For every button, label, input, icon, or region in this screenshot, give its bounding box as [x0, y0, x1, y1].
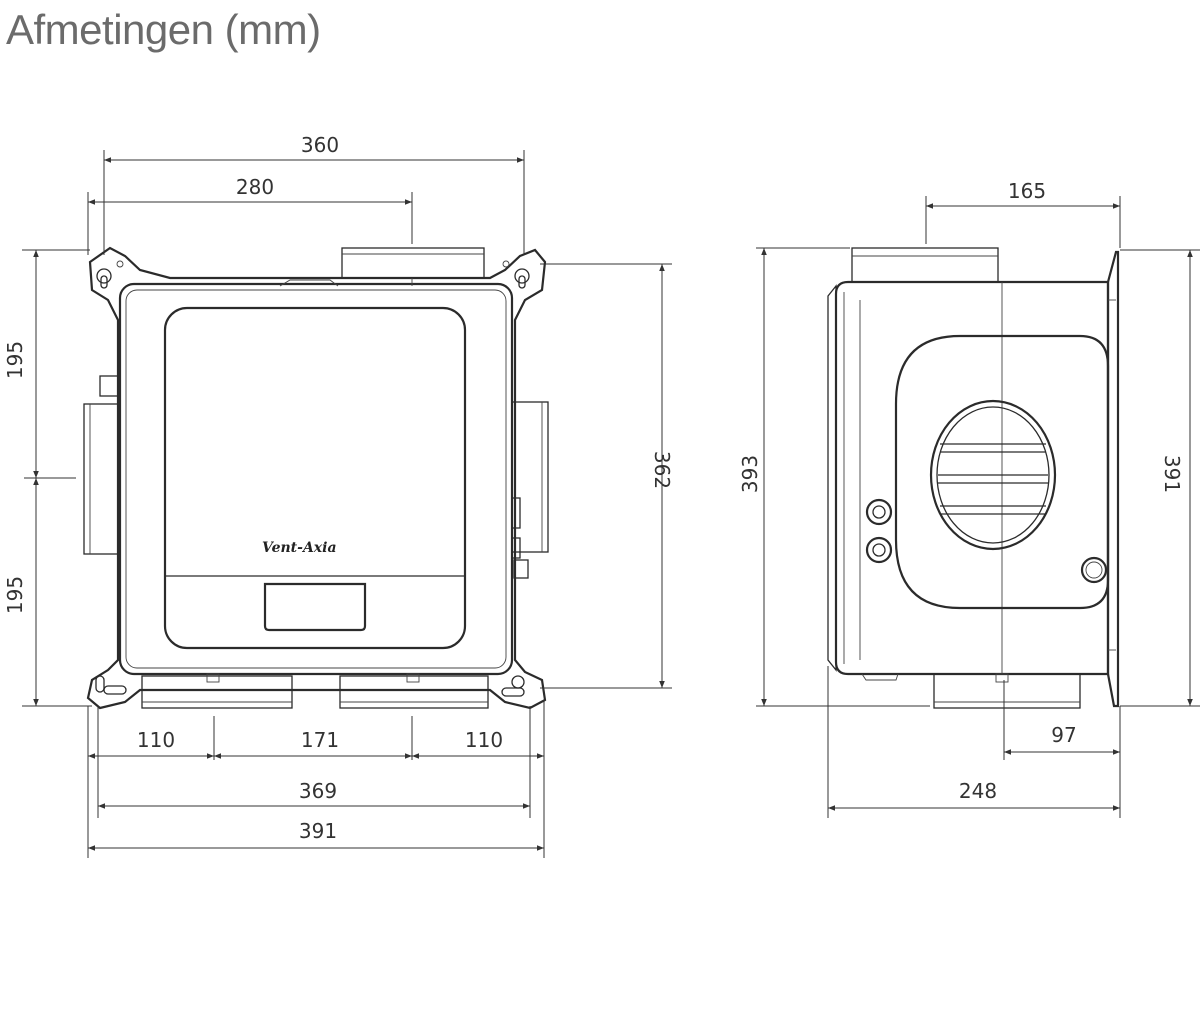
side-connector-upper: [865, 498, 893, 526]
dim-side-393: 393: [738, 455, 762, 493]
front-housing-inner: [125, 289, 507, 669]
front-bottom-left-spigot: [141, 675, 293, 709]
dim-side-391: 391: [1160, 455, 1184, 493]
side-bottom-spigot: [933, 673, 1081, 709]
keyhole-bottom-left: [95, 675, 127, 695]
front-housing: [118, 282, 514, 676]
front-cover-panel: [163, 306, 467, 650]
side-view: [827, 247, 1120, 709]
front-bottom-right-spigot: [339, 675, 489, 709]
vent-axia-logo: Vent-Axia: [262, 540, 337, 556]
dim-front-280: 280: [236, 175, 274, 199]
dim-front-391: 391: [299, 819, 337, 843]
keyhole-top-right: [502, 260, 530, 289]
side-dimensions: 165 393 391 97 248: [738, 179, 1200, 818]
dim-front-195-lower: 195: [3, 576, 27, 614]
side-round-spigot: [929, 399, 1057, 551]
dim-side-165: 165: [1008, 179, 1046, 203]
dim-front-110-left: 110: [137, 728, 175, 752]
front-view: Vent-Axia: [83, 246, 549, 710]
side-housing: [834, 280, 1110, 676]
side-housing-lobe: [894, 334, 1110, 610]
front-mounting-bracket: [86, 246, 547, 710]
dim-side-248: 248: [959, 779, 997, 803]
dim-front-110-right: 110: [465, 728, 503, 752]
front-left-spigot: [83, 403, 121, 555]
keyhole-bottom-right: [501, 675, 525, 697]
front-right-spigot: [511, 401, 549, 553]
dim-front-171: 171: [301, 728, 339, 752]
side-top-spigot: [851, 247, 999, 283]
front-dimensions: 360 280 195 195 362 110 171 110 369 391: [3, 133, 674, 858]
side-connector-lower: [865, 536, 893, 564]
page-title: Afmetingen (mm): [6, 6, 321, 53]
side-mounting-plate: [1106, 250, 1120, 708]
dim-front-360: 360: [301, 133, 339, 157]
dim-side-97: 97: [1051, 723, 1076, 747]
front-filter-tab: [263, 582, 367, 632]
front-top-spigot: [341, 247, 485, 279]
side-indicator-knob: [1080, 556, 1108, 584]
dim-front-369: 369: [299, 779, 337, 803]
keyhole-top-left: [96, 260, 124, 289]
dim-front-362: 362: [650, 451, 674, 489]
dim-front-195-upper: 195: [3, 341, 27, 379]
